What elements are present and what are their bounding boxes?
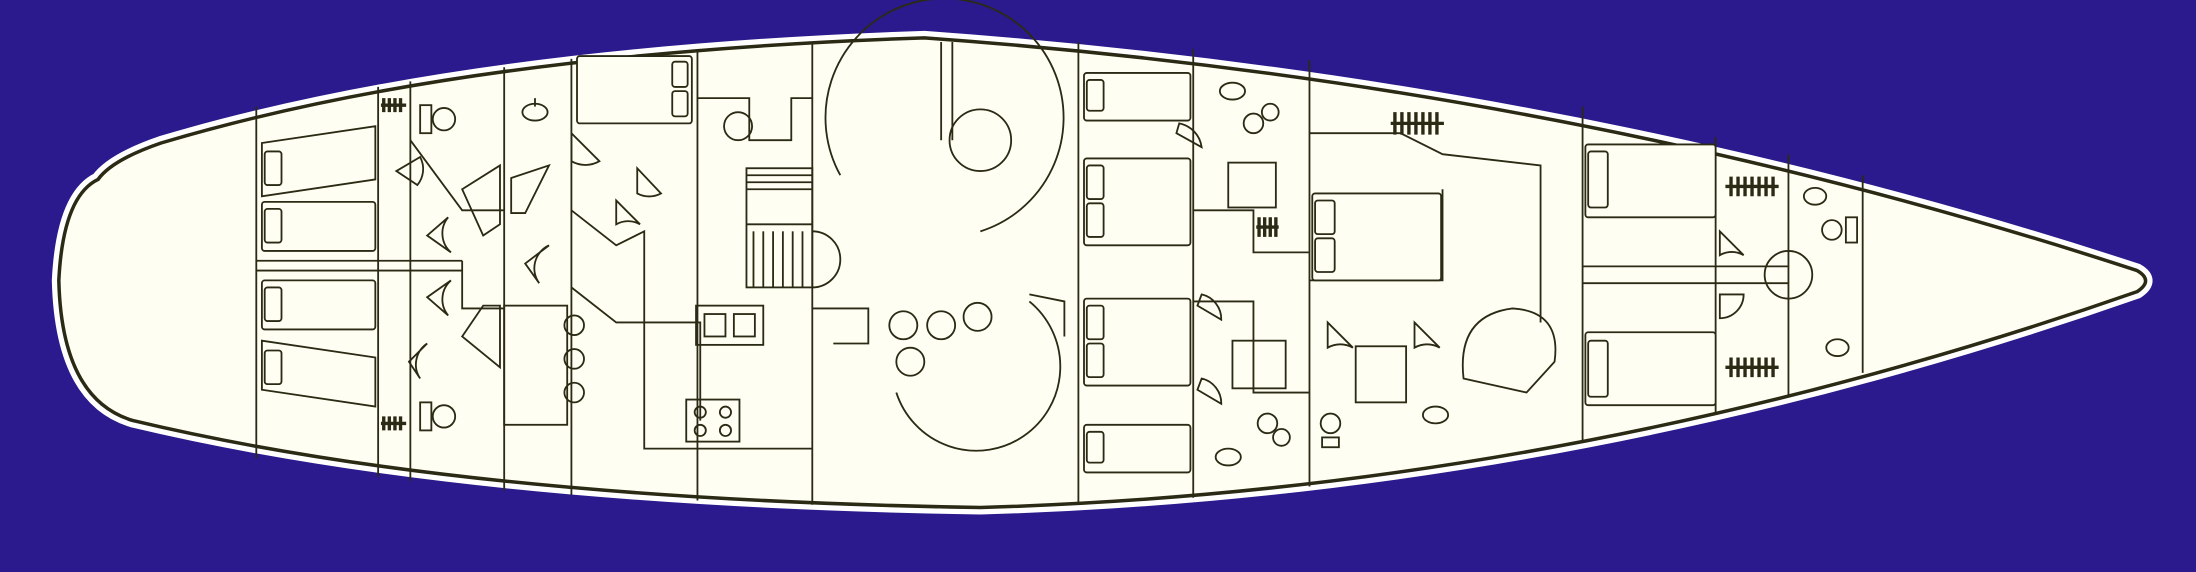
doors: [394, 122, 1745, 406]
stool-icon: [723, 111, 753, 142]
bed-icon: [260, 279, 377, 331]
sink-icon: [521, 98, 549, 122]
bed-icon: [1083, 423, 1192, 474]
bed-icon: [576, 55, 693, 125]
shower-icon: [1461, 307, 1557, 394]
sink-icon: [1825, 338, 1850, 358]
bed-icon: [1083, 297, 1192, 387]
toilet-icon: [419, 401, 457, 432]
sink-icon: [1422, 405, 1450, 425]
sink-icon: [1802, 186, 1828, 206]
shower-icon: [1231, 339, 1287, 390]
bed-icon: [1584, 331, 1717, 407]
stool-icon: [895, 346, 926, 377]
door-icon: [570, 130, 601, 166]
door-icon: [1196, 377, 1223, 406]
door-icon: [1326, 320, 1354, 350]
door-icon: [407, 342, 428, 380]
door-icon: [1413, 320, 1441, 350]
stool-icon: [962, 301, 993, 332]
toilet-icon: [1319, 412, 1342, 449]
shower-icon: [460, 304, 501, 370]
beds: [260, 55, 1717, 474]
door-icon: [523, 244, 550, 284]
bed-icon: [1311, 192, 1443, 282]
sink-icon: [1218, 81, 1246, 101]
bed-icon: [260, 339, 377, 408]
bed-icon: [1083, 157, 1192, 247]
ladders: [380, 98, 1779, 431]
spiral-stair-upper: [824, 0, 1065, 233]
stool-icon: [926, 310, 957, 341]
shower-icon: [510, 163, 551, 215]
table-icon: [948, 108, 1013, 172]
door-icon: [425, 279, 452, 317]
shower-icon: [1227, 161, 1277, 209]
bathrooms: [419, 81, 1858, 467]
spiral-stair-lower: [895, 300, 1062, 452]
door-icon: [1718, 229, 1745, 257]
round-hatch: [1763, 250, 1814, 300]
door-icon: [615, 198, 641, 226]
door-icon: [1175, 122, 1203, 149]
toilet-icon: [419, 104, 457, 135]
door-icon: [394, 155, 425, 187]
door-icon: [425, 216, 452, 254]
door-icon: [1718, 293, 1745, 320]
toilet-icon: [1256, 412, 1291, 447]
sink-icon: [695, 304, 765, 346]
galley: [503, 304, 765, 443]
sink-icon: [1214, 447, 1242, 467]
bed-icon: [260, 125, 377, 198]
door-icon: [1196, 293, 1223, 322]
bed-icon: [1083, 71, 1192, 122]
toilet-icon: [1821, 216, 1858, 244]
salon: [723, 0, 1814, 452]
shower-icon: [1354, 345, 1408, 404]
stairs-icon: [745, 167, 842, 289]
shower-icon: [461, 163, 501, 237]
bed-icon: [1584, 143, 1717, 219]
bed-icon: [260, 200, 377, 252]
toilet-icon: [1242, 102, 1280, 135]
door-icon: [636, 165, 663, 198]
stool-icon: [888, 310, 919, 341]
stove-icon: [685, 398, 741, 443]
